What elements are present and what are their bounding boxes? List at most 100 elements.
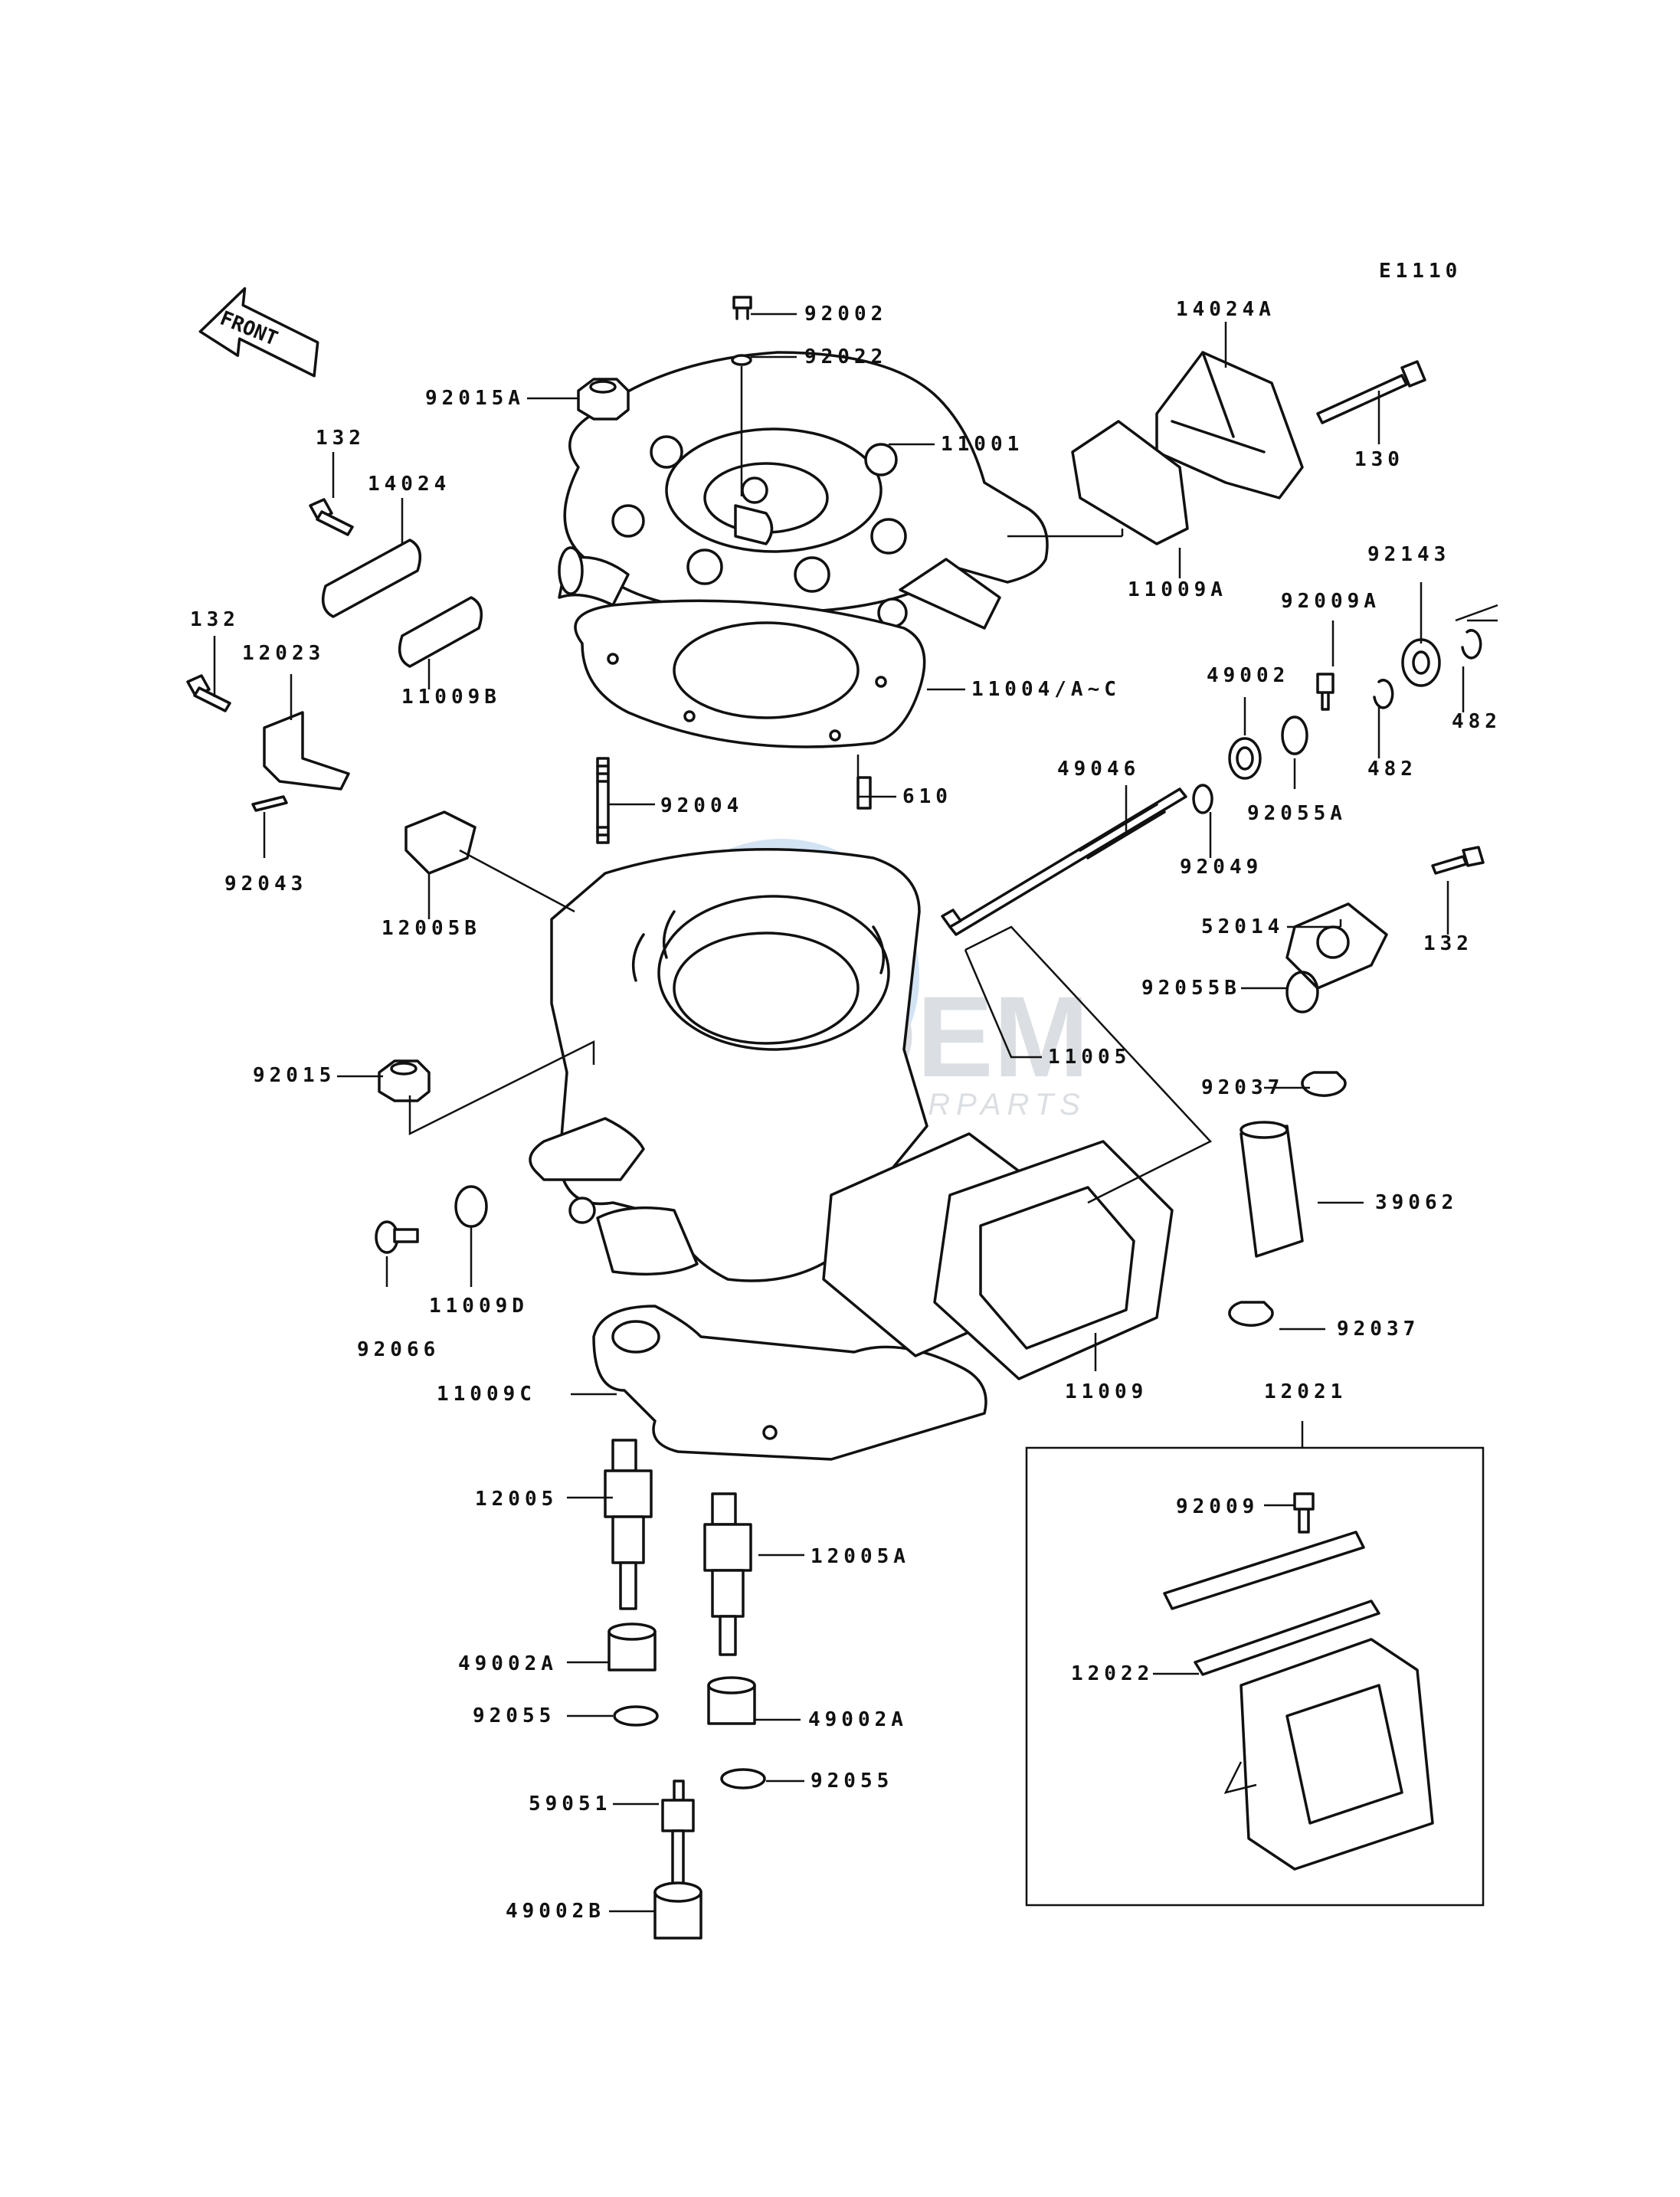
oring-92055a-part <box>613 1705 659 1727</box>
cylinder-head-part <box>558 351 1049 630</box>
dowel-610-part <box>856 776 872 810</box>
labels: 92002 92022 14024A 92015A 11001 130 132 … <box>190 298 1502 1923</box>
oring-92055A-part <box>1281 715 1308 755</box>
label-12022: 12022 <box>1071 1662 1154 1685</box>
label-92055a: 92055 <box>473 1704 555 1727</box>
front-arrow-icon: FRONT <box>198 286 319 378</box>
bushing-49002B-part <box>653 1881 702 1940</box>
gasket-11009A-part <box>1071 420 1189 545</box>
nut-92015A-part <box>577 378 630 421</box>
label-11009A: 11009A <box>1128 578 1227 601</box>
shaft-12005B-part <box>404 810 476 875</box>
label-92066: 92066 <box>357 1338 440 1361</box>
label-92004: 92004 <box>660 794 743 817</box>
label-11009C: 11009C <box>437 1383 536 1406</box>
oring-92055B-part <box>1285 971 1319 1013</box>
label-92022: 92022 <box>804 345 887 368</box>
bushing-49002A1-part <box>607 1622 657 1671</box>
bolt-92009A-part <box>1316 673 1335 711</box>
circlip-482b-part <box>1461 629 1482 660</box>
shaft-12005-part <box>604 1439 653 1610</box>
washer-92022-part <box>731 354 752 366</box>
diagram-code: E1110 <box>1379 260 1462 283</box>
label-11005: 11005 <box>1048 1046 1131 1069</box>
oring-92055b-part <box>720 1768 766 1789</box>
circlip-482a-part <box>1373 679 1394 709</box>
label-610: 610 <box>902 785 952 808</box>
reed-block-part <box>1240 1638 1434 1871</box>
reed-valve-inset-box <box>1025 1446 1485 1907</box>
reed-gasket-part <box>822 1132 1174 1380</box>
fitting-52014-part <box>1285 902 1388 990</box>
nut-92015-part <box>378 1059 431 1102</box>
label-49002B: 49002B <box>506 1900 605 1923</box>
label-132a: 132 <box>316 427 365 450</box>
label-92009: 92009 <box>1176 1495 1259 1518</box>
bolt-132c-part <box>1431 846 1485 875</box>
rack-49046-part <box>941 787 1187 936</box>
label-92055b: 92055 <box>811 1770 893 1793</box>
label-482a: 482 <box>1452 710 1502 733</box>
label-49002: 49002 <box>1207 664 1289 687</box>
bolt-132b-part <box>186 674 231 712</box>
reed-plate-part <box>1163 1531 1365 1610</box>
label-92143: 92143 <box>1367 543 1450 566</box>
washer-11009D-part <box>454 1185 488 1228</box>
bolt-92002-part <box>732 296 752 320</box>
cylinder-part <box>529 848 928 1282</box>
label-92037b: 92037 <box>1337 1318 1420 1341</box>
bushing-49002-part <box>1228 737 1262 780</box>
label-92015A: 92015A <box>425 387 525 410</box>
label-14024: 14024 <box>368 473 450 496</box>
label-11009D: 11009D <box>429 1295 529 1318</box>
bolt-132a-part <box>309 498 354 536</box>
cover-14024-part <box>321 539 422 618</box>
label-49002A2: 49002A <box>808 1708 908 1731</box>
bolt-130-part <box>1316 360 1426 424</box>
label-92009A: 92009A <box>1281 590 1380 613</box>
label-12021: 12021 <box>1264 1380 1347 1403</box>
label-52014: 52014 <box>1201 915 1284 938</box>
label-12005A: 12005A <box>811 1545 910 1568</box>
screw-92009-part <box>1293 1492 1315 1534</box>
label-11001: 11001 <box>941 433 1023 456</box>
pin-92043-part <box>251 795 288 812</box>
base-gasket-part <box>592 1305 987 1461</box>
label-92055A: 92055A <box>1247 802 1347 825</box>
label-14024A: 14024A <box>1176 298 1276 321</box>
label-12005B: 12005B <box>382 917 481 940</box>
leader-lines <box>213 313 1498 1913</box>
bolt-92066-part <box>375 1220 419 1254</box>
label-92037a: 92037 <box>1201 1076 1284 1099</box>
bracket-12023-part <box>263 711 350 791</box>
label-92043: 92043 <box>224 873 307 895</box>
stud-92004-part <box>596 757 610 844</box>
label-92049: 92049 <box>1180 856 1262 879</box>
label-59051: 59051 <box>529 1793 611 1816</box>
bushing-49002A2-part <box>707 1676 756 1725</box>
label-49046: 49046 <box>1057 758 1140 781</box>
label-130: 130 <box>1354 448 1404 471</box>
label-12023: 12023 <box>242 642 325 665</box>
label-92015: 92015 <box>253 1064 336 1087</box>
label-39062: 39062 <box>1375 1191 1458 1214</box>
label-482b: 482 <box>1367 758 1417 781</box>
label-11009: 11009 <box>1065 1380 1148 1403</box>
clamp-92037b-part <box>1228 1301 1274 1327</box>
pulley-92143-part <box>1401 638 1441 687</box>
shaft-12005A-part <box>703 1492 752 1656</box>
hose-39062-part <box>1240 1121 1304 1258</box>
clamp-92037a-part <box>1301 1071 1347 1097</box>
gasket-11009B-part <box>398 596 483 668</box>
label-12005: 12005 <box>475 1488 558 1511</box>
label-49002A1: 49002A <box>458 1652 558 1675</box>
label-92002: 92002 <box>804 303 887 326</box>
label-132b: 132 <box>190 608 240 631</box>
gear-59051-part <box>661 1780 695 1886</box>
label-92055B: 92055B <box>1141 977 1241 1000</box>
reed-petal-12022-part <box>1194 1599 1380 1676</box>
seal-92049-part <box>1192 784 1213 814</box>
label-11004: 11004/A~C <box>971 678 1121 701</box>
label-11009B: 11009B <box>401 686 501 709</box>
